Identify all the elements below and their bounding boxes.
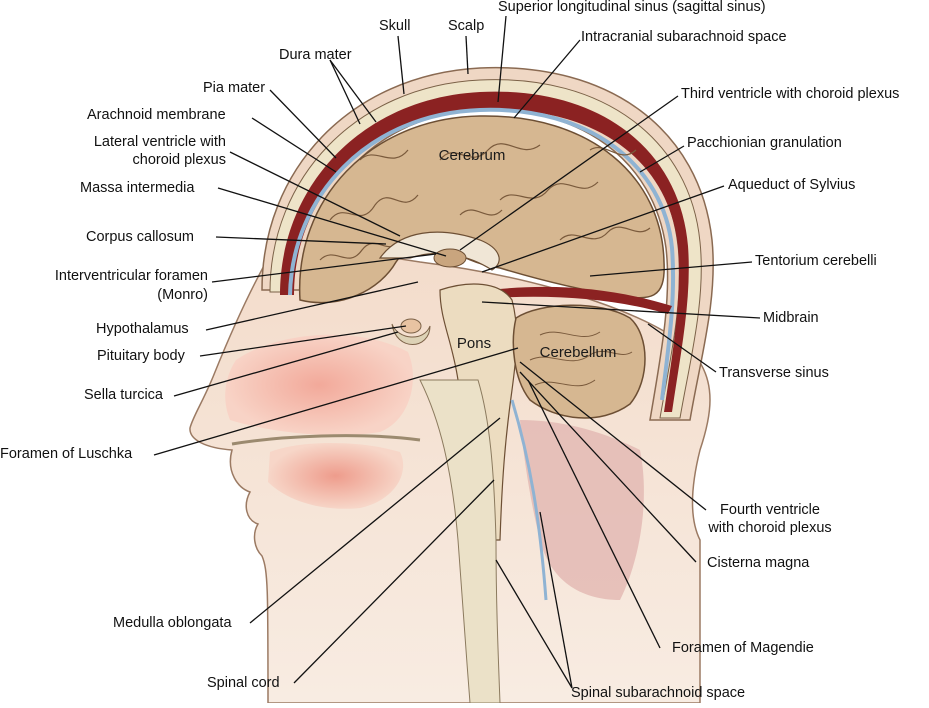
spinal-csf-line [510,399,548,601]
cerebellum-folia [529,331,633,387]
massa-intermedia [433,248,467,268]
label-sella-turcica: Sella turcica [84,387,163,403]
sella-shape [391,323,431,345]
label-pituitary: Pituitary body [97,348,185,364]
leader-lines [153,15,761,689]
nasal-cavity [225,334,413,436]
palate [231,434,421,446]
gyri-lines [319,143,651,261]
pituitary-shape [400,318,422,334]
label-luschka: Foramen of Luschka [0,446,133,462]
label-scalp: Scalp [448,18,485,34]
oral-cavity [268,443,404,509]
label-midbrain: Midbrain [763,310,819,326]
region-pons: Pons [457,335,491,352]
label-arachnoid: Arachnoid membrane [87,107,226,123]
label-interventricular-line1: Interventricular foramen [54,268,208,284]
label-tentorium: Tentorium cerebelli [755,253,877,269]
label-hypothalamus: Hypothalamus [96,321,189,337]
label-massa-intermedia: Massa intermedia [80,180,195,196]
neck-muscles [520,420,644,600]
region-cerebrum: Cerebrum [439,147,506,164]
label-superior-sinus: Superior longitudinal sinus (sagittal si… [498,0,766,15]
tentorium-shape [490,286,672,314]
label-intracranial-space: Intracranial subarachnoid space [581,29,787,45]
label-corpus-callosum: Corpus callosum [86,229,194,245]
label-spinal-cord: Spinal cord [207,675,280,691]
label-magendie: Foramen of Magendie [672,640,814,656]
label-lateral-ventricle-line1: Lateral ventricle with [93,134,226,150]
label-interventricular-line2: (Monro) [157,287,208,303]
label-transverse-sinus: Transverse sinus [719,365,829,381]
label-pia-mater: Pia mater [203,80,266,96]
label-fourth-ventricle-line1: Fourth ventricle [720,502,820,518]
label-aqueduct: Aqueduct of Sylvius [728,177,856,193]
label-fourth-ventricle-line2: with choroid plexus [708,520,832,536]
label-dura-mater: Dura mater [279,47,352,63]
label-skull: Skull [379,18,411,34]
label-spinal-subarachnoid: Spinal subarachnoid space [571,685,746,701]
label-lateral-ventricle-line2: choroid plexus [132,152,227,168]
label-cisterna-magna: Cisterna magna [707,555,810,571]
region-cerebellum: Cerebellum [540,344,617,361]
label-medulla: Medulla oblongata [113,615,232,631]
subarachnoid-line [288,107,676,401]
cerebellum-shape [512,304,646,419]
label-pacchionian: Pacchionian granulation [687,135,842,151]
label-third-ventricle: Third ventricle with choroid plexus [681,86,900,102]
